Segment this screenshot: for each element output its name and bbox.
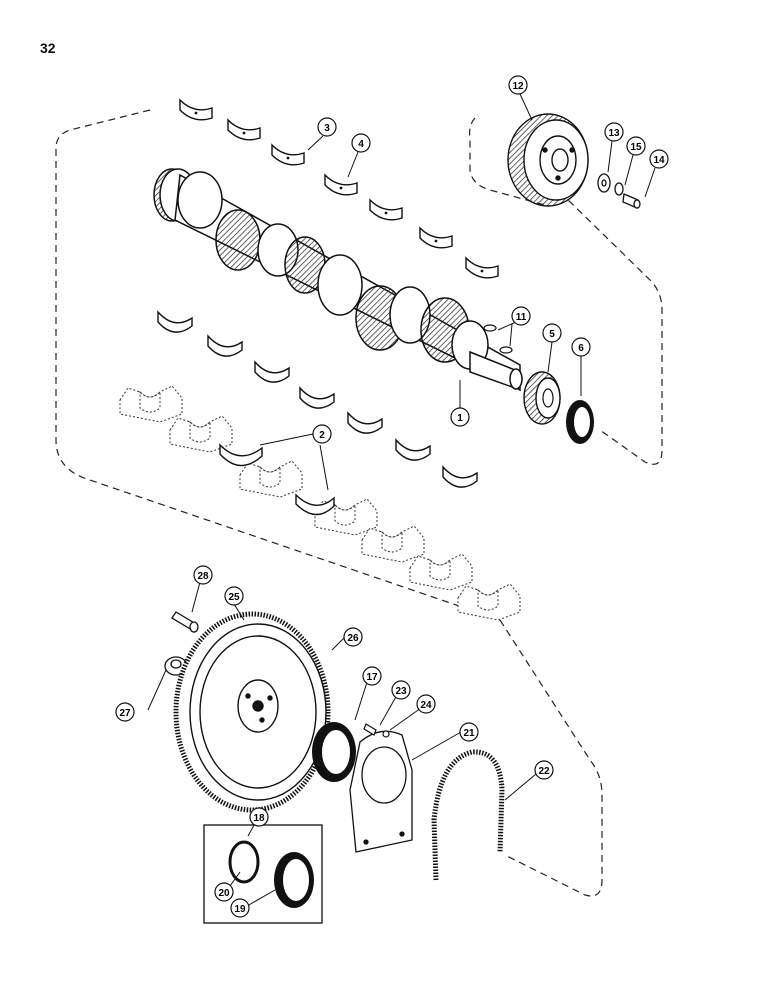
leader-lines	[147, 93, 656, 907]
callout-25: 25	[224, 586, 244, 606]
svg-text:21: 21	[463, 728, 475, 739]
callout-27: 27	[115, 702, 135, 722]
svg-text:18: 18	[253, 813, 265, 824]
damper-hardware	[597, 173, 641, 209]
rear-seal-retainer	[349, 730, 413, 853]
svg-text:2: 2	[319, 430, 325, 441]
rear-seal	[312, 722, 356, 782]
svg-text:6: 6	[578, 343, 584, 354]
callout-24: 24	[416, 694, 436, 714]
callout-28: 28	[193, 565, 213, 585]
callout-4: 4	[351, 133, 371, 153]
callout-12: 12	[508, 75, 528, 95]
svg-text:14: 14	[653, 155, 665, 166]
callout-19: 19	[230, 898, 250, 918]
callout-20: 20	[214, 882, 234, 902]
vibration-damper	[507, 113, 589, 207]
svg-text:13: 13	[608, 128, 620, 139]
svg-text:3: 3	[324, 123, 330, 134]
thrust-washers	[219, 443, 335, 516]
svg-text:24: 24	[420, 700, 432, 711]
svg-text:20: 20	[218, 888, 230, 899]
callout-2: 2	[312, 424, 332, 444]
svg-text:5: 5	[549, 329, 555, 340]
callout-23: 23	[391, 680, 411, 700]
callout-1: 1	[450, 407, 470, 427]
svg-text:26: 26	[347, 633, 359, 644]
svg-text:27: 27	[119, 708, 131, 719]
crankshaft-gear	[523, 371, 561, 425]
svg-text:17: 17	[366, 672, 378, 683]
svg-text:12: 12	[512, 81, 524, 92]
svg-text:19: 19	[234, 904, 246, 915]
crankshaft	[153, 168, 523, 392]
svg-text:4: 4	[358, 139, 364, 150]
callout-21: 21	[459, 722, 479, 742]
seal-kit-box	[203, 824, 323, 924]
callout-13: 13	[604, 122, 624, 142]
retainer-screw	[363, 723, 390, 738]
callout-17: 17	[362, 666, 382, 686]
callout-5: 5	[542, 323, 562, 343]
svg-text:15: 15	[630, 142, 642, 153]
svg-text:11: 11	[516, 312, 527, 323]
callout-14: 14	[649, 149, 669, 169]
svg-text:25: 25	[228, 592, 240, 603]
svg-text:23: 23	[395, 686, 407, 697]
retainer-gasket	[431, 749, 505, 881]
callout-11: 11	[511, 306, 531, 326]
flywheel-bolt	[171, 611, 199, 633]
svg-text:22: 22	[538, 766, 550, 777]
front-seal	[566, 400, 594, 444]
svg-text:1: 1	[457, 413, 463, 424]
callout-3: 3	[317, 117, 337, 137]
callout-26: 26	[343, 627, 363, 647]
woodruff-keys	[483, 324, 513, 354]
callout-18: 18	[249, 807, 269, 827]
flywheel	[173, 611, 331, 813]
callout-22: 22	[534, 760, 554, 780]
callout-15: 15	[626, 136, 646, 156]
dashed-boundary	[55, 109, 663, 897]
page-number: 32	[40, 40, 56, 56]
callout-6: 6	[571, 337, 591, 357]
svg-text:28: 28	[197, 571, 209, 582]
